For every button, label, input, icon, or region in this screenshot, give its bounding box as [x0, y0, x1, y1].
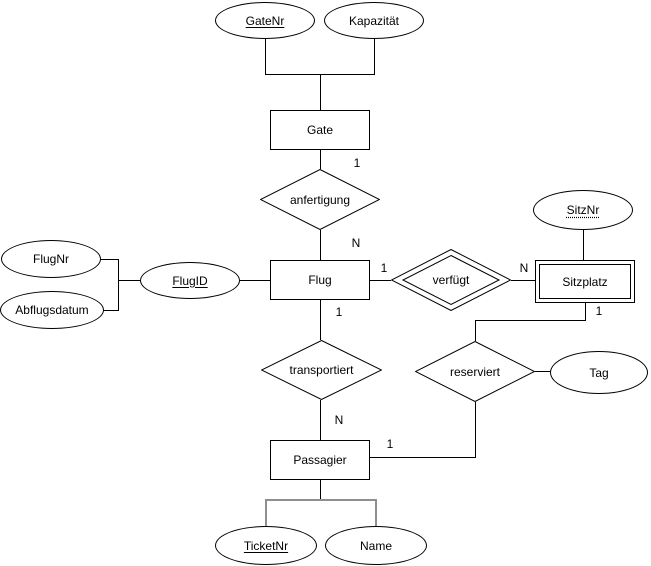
attribute-gatenr: GateNr — [215, 2, 315, 39]
entity-sitzplatz: Sitzplatz — [535, 260, 635, 303]
connector-abflugsdatum-bracket — [103, 310, 119, 311]
attribute-ticketnr-label: TicketNr — [243, 538, 289, 553]
attribute-flugid: FlugID — [140, 262, 240, 299]
connector-elbow-reserviert — [475, 320, 476, 341]
connector-passagier-bracket — [320, 480, 321, 499]
connector-sitzplatz-elbow-h — [475, 320, 586, 321]
connector-attrs-gate — [320, 74, 321, 110]
connector-kapazitaet-bracket — [374, 38, 375, 75]
connector-anfertigung-flug — [320, 230, 321, 260]
cardinality-verfuegt-sitzplatz: N — [519, 261, 529, 275]
connector-bracket-flugid — [118, 280, 140, 281]
attribute-name: Name — [325, 526, 427, 565]
attribute-kapazitaet: Kapazität — [324, 2, 424, 39]
diamond-shape — [260, 169, 380, 230]
relationship-reserviert-label: reserviert — [449, 364, 500, 379]
attribute-tag: Tag — [550, 351, 648, 394]
cardinality-passagier-reserviert: 1 — [386, 437, 394, 451]
entity-gate: Gate — [270, 110, 370, 150]
connector-flugid-flug — [240, 280, 270, 281]
entity-flug-label: Flug — [308, 273, 332, 287]
cardinality-gate-anfertigung: 1 — [353, 156, 361, 170]
relationship-reserviert: reserviert — [415, 341, 535, 402]
attribute-flugid-label: FlugID — [172, 273, 208, 288]
connector-reserviert-tag — [535, 371, 550, 372]
attribute-name-label: Name — [359, 538, 392, 553]
attribute-flugnr-label: FlugNr — [32, 252, 69, 266]
entity-sitzplatz-label: Sitzplatz — [562, 274, 608, 289]
connector-passagier-attrs-horizontal — [265, 499, 377, 501]
attribute-sitznr: SitzNr — [533, 190, 633, 230]
connector-flug-transportiert — [320, 300, 321, 340]
attribute-abflugsdatum-label: Abflugsdatum — [15, 303, 89, 317]
attribute-abflugsdatum: Abflugsdatum — [0, 291, 104, 329]
cardinality-flug-transportiert: 1 — [335, 305, 343, 319]
diamond-shape — [261, 340, 382, 400]
connector-sitznr-sitzplatz — [583, 229, 584, 260]
diamond-shape — [415, 341, 535, 402]
attribute-sitznr-label: SitzNr — [566, 203, 600, 217]
connector-flugnr-bracket — [100, 259, 119, 260]
attribute-gatenr-label: GateNr — [245, 13, 285, 28]
entity-passagier-label: Passagier — [293, 453, 347, 467]
attribute-flugnr: FlugNr — [1, 240, 101, 278]
connector-reserviert-elbow-v — [475, 402, 476, 458]
weak-entity-inner-border: Sitzplatz — [539, 264, 631, 299]
cardinality-flug-verfuegt: 1 — [380, 261, 388, 275]
connector-reserviert-passagier — [370, 457, 475, 458]
relationship-verfuegt-label: verfügt — [432, 273, 470, 287]
connector-left-bracket-vertical — [118, 259, 119, 311]
relationship-anfertigung-label: anfertigung — [289, 192, 351, 207]
attribute-ticketnr: TicketNr — [215, 526, 317, 565]
cardinality-anfertigung-flug: N — [351, 236, 361, 250]
double-diamond-shape — [391, 249, 511, 311]
connector-gate-anfertigung — [320, 150, 321, 169]
connector-verfuegt-sitzplatz — [511, 280, 535, 281]
connector-gatenr-bracket — [265, 38, 266, 75]
connector-sitzplatz-elbow-v1 — [585, 303, 586, 321]
entity-flug: Flug — [270, 260, 370, 300]
entity-passagier: Passagier — [270, 440, 370, 480]
entity-gate-label: Gate — [306, 123, 333, 137]
attribute-tag-label: Tag — [589, 365, 609, 380]
cardinality-transportiert-passagier: N — [334, 413, 344, 427]
connector-bracket-ticketnr — [265, 499, 267, 526]
relationship-transportiert: transportiert — [261, 340, 382, 400]
attribute-kapazitaet-label: Kapazität — [348, 13, 400, 28]
relationship-anfertigung: anfertigung — [260, 169, 380, 230]
connector-flug-verfuegt — [370, 280, 391, 281]
relationship-transportiert-label: transportiert — [289, 363, 354, 377]
relationship-verfuegt: verfügt — [391, 249, 511, 311]
connector-transportiert-passagier — [320, 400, 321, 440]
cardinality-sitzplatz-reserviert: 1 — [595, 304, 603, 318]
connector-bracket-name — [375, 499, 377, 526]
